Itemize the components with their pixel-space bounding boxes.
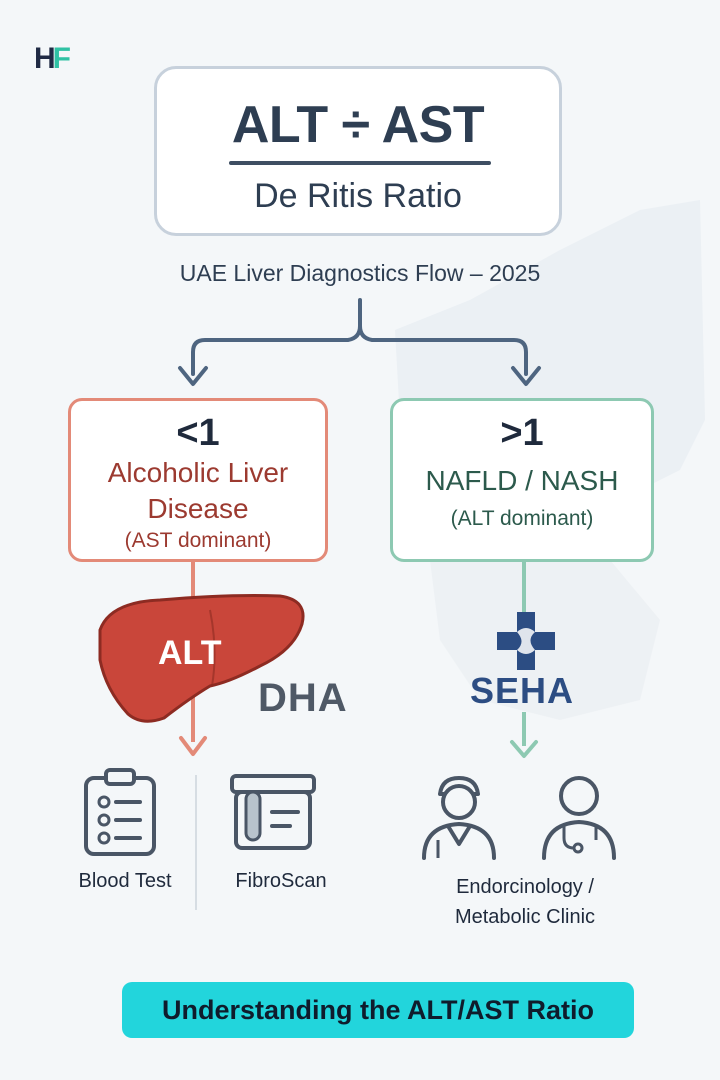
caption-blood-test: Blood Test [78, 870, 172, 892]
dha-label: DHA [258, 676, 348, 720]
clipboard-icon [84, 768, 156, 856]
connector-right [358, 324, 528, 376]
hf-logo: HF [34, 42, 71, 75]
formula-card: ALT ÷ AST De Ritis Ratio [154, 66, 562, 236]
caption-clinic-line2: Metabolic Clinic [454, 906, 596, 928]
test-tube-icon [230, 774, 316, 850]
left-branch-card: <1 Alcoholic Liver Disease (AST dominant… [68, 398, 328, 562]
seha-cross-icon [497, 612, 555, 670]
fraction-rule [229, 161, 491, 165]
liver-label: ALT [158, 634, 222, 672]
right-condition: NAFLD / NASH [425, 465, 619, 496]
left-note: (AST dominant) [124, 529, 272, 552]
seha-label: SEHA [470, 670, 575, 711]
flow-title: UAE Liver Diagnostics Flow – 2025 [179, 260, 541, 286]
formula-subtitle: De Ritis Ratio [254, 177, 462, 215]
stethoscope-doctor-icon [542, 776, 616, 860]
caption-clinic-line1: Endorcinology / [456, 876, 594, 898]
arrowhead-right [511, 366, 541, 386]
caption-clinic: Endorcinology / Metabolic Clinic [410, 872, 640, 932]
caption-fibroscan: FibroScan [235, 870, 327, 892]
arrowhead-left [178, 366, 208, 386]
liver-icon: ALT [98, 594, 305, 723]
left-ratio: <1 [176, 412, 220, 454]
right-branch-card: >1 NAFLD / NASH (ALT dominant) [390, 398, 654, 562]
doctor-icon [422, 776, 496, 860]
formula-text: ALT ÷ AST [231, 96, 485, 154]
right-ratio: >1 [500, 412, 544, 454]
bottom-banner: Understanding the ALT/AST Ratio [122, 982, 634, 1038]
right-down-arrowhead [510, 740, 538, 758]
left-condition-line2: Disease [147, 493, 249, 524]
right-note: (ALT dominant) [450, 507, 594, 530]
left-down-arrowhead [179, 736, 207, 756]
connector-left [191, 298, 362, 376]
left-condition-line1: Alcoholic Liver [107, 457, 289, 488]
